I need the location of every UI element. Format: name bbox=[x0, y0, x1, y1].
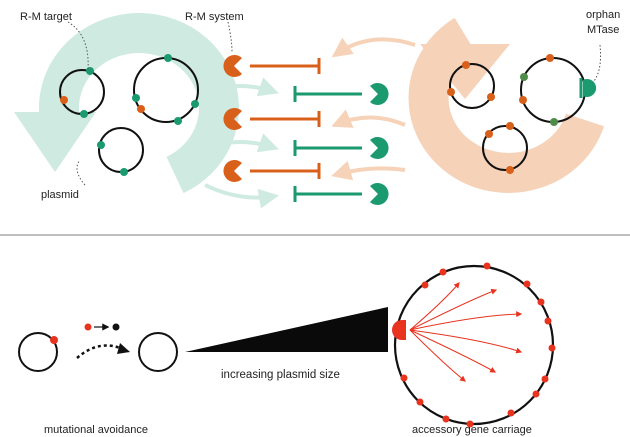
avoidance-dotted-arrow bbox=[76, 344, 126, 359]
transfer-arrow-teal bbox=[204, 133, 279, 153]
target-site-dot bbox=[523, 280, 531, 288]
left-cycle-arrow bbox=[14, 13, 239, 194]
target-site-dot bbox=[174, 117, 182, 125]
rm-target-leader bbox=[67, 21, 89, 71]
target-site-dot bbox=[550, 118, 558, 126]
top-panel: R-M target R-M system orphan MTase plasm… bbox=[14, 9, 620, 209]
gene-arrow bbox=[409, 288, 498, 331]
transfer-arrow-teal bbox=[204, 183, 279, 209]
right-plasmid-bottom bbox=[482, 122, 528, 174]
target-site-dot bbox=[416, 398, 424, 406]
target-site-dot bbox=[537, 298, 545, 306]
gene-arrow bbox=[409, 329, 497, 373]
pacman-icon bbox=[370, 137, 389, 159]
pacman-icon bbox=[370, 183, 389, 206]
bottom-panel: increasing plasmid size mutational avoid… bbox=[18, 262, 556, 436]
target-site-dot bbox=[546, 54, 554, 62]
target-site-dot bbox=[137, 105, 145, 113]
target-site-dot bbox=[487, 93, 495, 101]
target-site-dot bbox=[483, 262, 491, 270]
target-site-dot bbox=[97, 141, 105, 149]
target-site-dot bbox=[50, 336, 58, 344]
target-site-dot bbox=[541, 375, 549, 383]
target-site-dot bbox=[191, 100, 199, 108]
left-plasmid-bottom bbox=[97, 127, 144, 176]
target-site-dot bbox=[442, 415, 450, 423]
gene-arrow bbox=[409, 282, 460, 331]
transfer-arrow-peach bbox=[331, 109, 406, 128]
target-site-dot bbox=[485, 130, 493, 138]
accessory-gene-icon bbox=[392, 320, 406, 340]
target-site-dot bbox=[532, 390, 540, 398]
target-site-dot bbox=[466, 420, 474, 428]
rm-system-orange bbox=[223, 160, 321, 182]
small-plasmid-no-site bbox=[138, 332, 178, 372]
size-wedge bbox=[185, 307, 388, 352]
rm-system-green bbox=[293, 137, 389, 159]
target-site-dot bbox=[80, 110, 88, 118]
orphan-mtase-icon bbox=[583, 79, 597, 97]
target-site-dot bbox=[506, 122, 514, 130]
target-site-dot bbox=[439, 268, 447, 276]
rm-system-orange bbox=[223, 108, 321, 130]
target-site-dot bbox=[544, 317, 552, 325]
pacman-icon bbox=[223, 108, 242, 130]
target-site-dot bbox=[164, 54, 172, 62]
target-site-dot bbox=[507, 409, 515, 417]
target-site-dot bbox=[421, 281, 429, 289]
pacman-icon bbox=[223, 55, 242, 77]
gene-arrow bbox=[409, 329, 466, 382]
plasmid-label: plasmid bbox=[41, 189, 79, 201]
right-cycle-arrow bbox=[408, 17, 604, 193]
target-site-dot bbox=[400, 374, 408, 382]
rm-system-label: R-M system bbox=[185, 11, 244, 23]
large-plasmid bbox=[392, 262, 556, 428]
target-site-dot bbox=[506, 166, 514, 174]
avoidance-arrowhead bbox=[117, 343, 130, 354]
target-site-dot bbox=[519, 96, 527, 104]
left-plasmid-large bbox=[132, 54, 199, 125]
left-plasmid-small bbox=[59, 67, 105, 118]
orphan-label-line1: orphan bbox=[586, 9, 620, 21]
transfer-arrow-peach bbox=[331, 160, 406, 181]
target-site-dot bbox=[548, 344, 556, 352]
target-site-dot bbox=[132, 94, 140, 102]
small-plasmid-with-site bbox=[18, 332, 58, 372]
rm-system-orange bbox=[223, 55, 321, 77]
target-site-dot bbox=[462, 61, 470, 69]
pacman-icon bbox=[223, 160, 242, 182]
target-site-dot bbox=[86, 67, 94, 75]
transfer-arrow-teal bbox=[204, 77, 279, 97]
orphan-leader bbox=[589, 44, 601, 86]
rm-target-label: R-M target bbox=[20, 11, 72, 23]
rm-system-green bbox=[293, 183, 389, 206]
accessory-gene-label: accessory gene carriage bbox=[412, 424, 532, 436]
site-before-dot bbox=[84, 323, 92, 331]
target-site-dot bbox=[447, 88, 455, 96]
target-site-dot bbox=[120, 168, 128, 176]
mutational-avoidance-label: mutational avoidance bbox=[44, 424, 148, 436]
right-plasmid-large bbox=[519, 54, 597, 126]
increasing-size-label: increasing plasmid size bbox=[221, 369, 340, 381]
gene-arrow bbox=[409, 329, 523, 354]
gene-arrow bbox=[409, 311, 523, 331]
target-site-dot bbox=[520, 73, 528, 81]
plasmid-leader bbox=[76, 159, 86, 186]
transfer-arrow-peach bbox=[331, 37, 416, 58]
rm-system-leader bbox=[227, 21, 233, 53]
pacman-icon bbox=[370, 83, 389, 105]
rm-system-green bbox=[293, 83, 389, 105]
right-plasmid-small bbox=[447, 61, 495, 109]
target-site-dot bbox=[60, 96, 68, 104]
orphan-label-line2: MTase bbox=[587, 24, 619, 36]
site-after-dot bbox=[112, 323, 120, 331]
